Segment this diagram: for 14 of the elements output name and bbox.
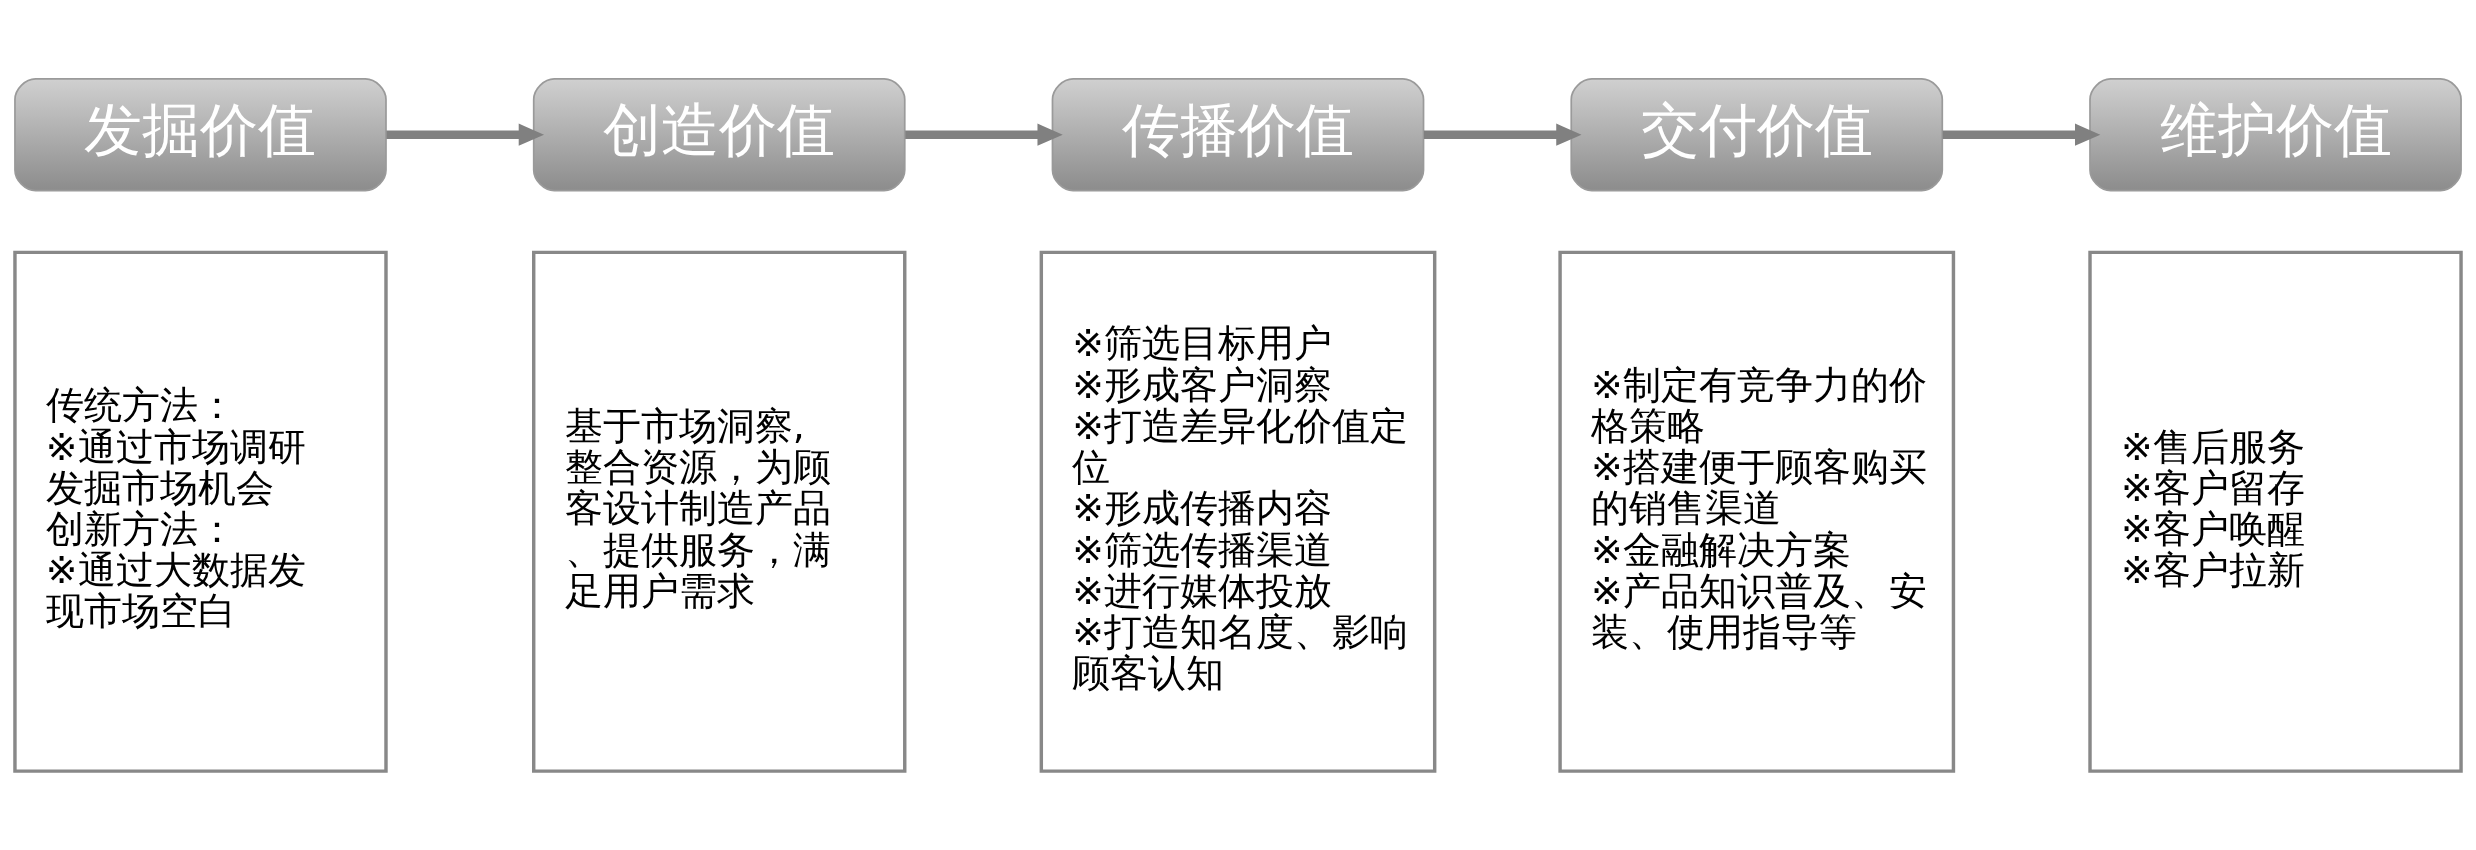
node-box: 传统方法： ※通过市场调研发掘市场机会 创新方法： ※通过大数据发现市场空白 xyxy=(13,250,388,773)
node-box: ※制定有竞争力的价格策略 ※搭建便于顾客购买的销售渠道 ※金融解决方案 ※产品知识普及、安装、使用指导等 xyxy=(1558,250,1956,773)
arrow xyxy=(1423,123,1582,146)
node-box: 创造价值 xyxy=(532,78,906,192)
node-box: 基于市场洞察,整合资源，为顾客设计制造产品、提供服务，满足用户需求 xyxy=(532,250,907,773)
node-box: 传播价值 xyxy=(1051,78,1425,192)
node-box: 发掘价值 xyxy=(14,78,387,192)
arrow xyxy=(1942,123,2101,146)
node-box: 交付价值 xyxy=(1570,78,1944,192)
node-box: ※筛选目标用户 ※形成客户洞察 ※打造差异化价值定位 ※形成传播内容 ※筛选传播渠道 ※进行媒体投放 ※打造知名度、影响顾客认知 xyxy=(1039,250,1437,773)
arrow xyxy=(386,123,545,146)
arrow xyxy=(905,123,1063,146)
node-box: 维护价值 xyxy=(2089,78,2462,192)
node-box: ※售后服务 ※客户留存 ※客户唤醒 ※客户拉新 xyxy=(2088,250,2463,773)
